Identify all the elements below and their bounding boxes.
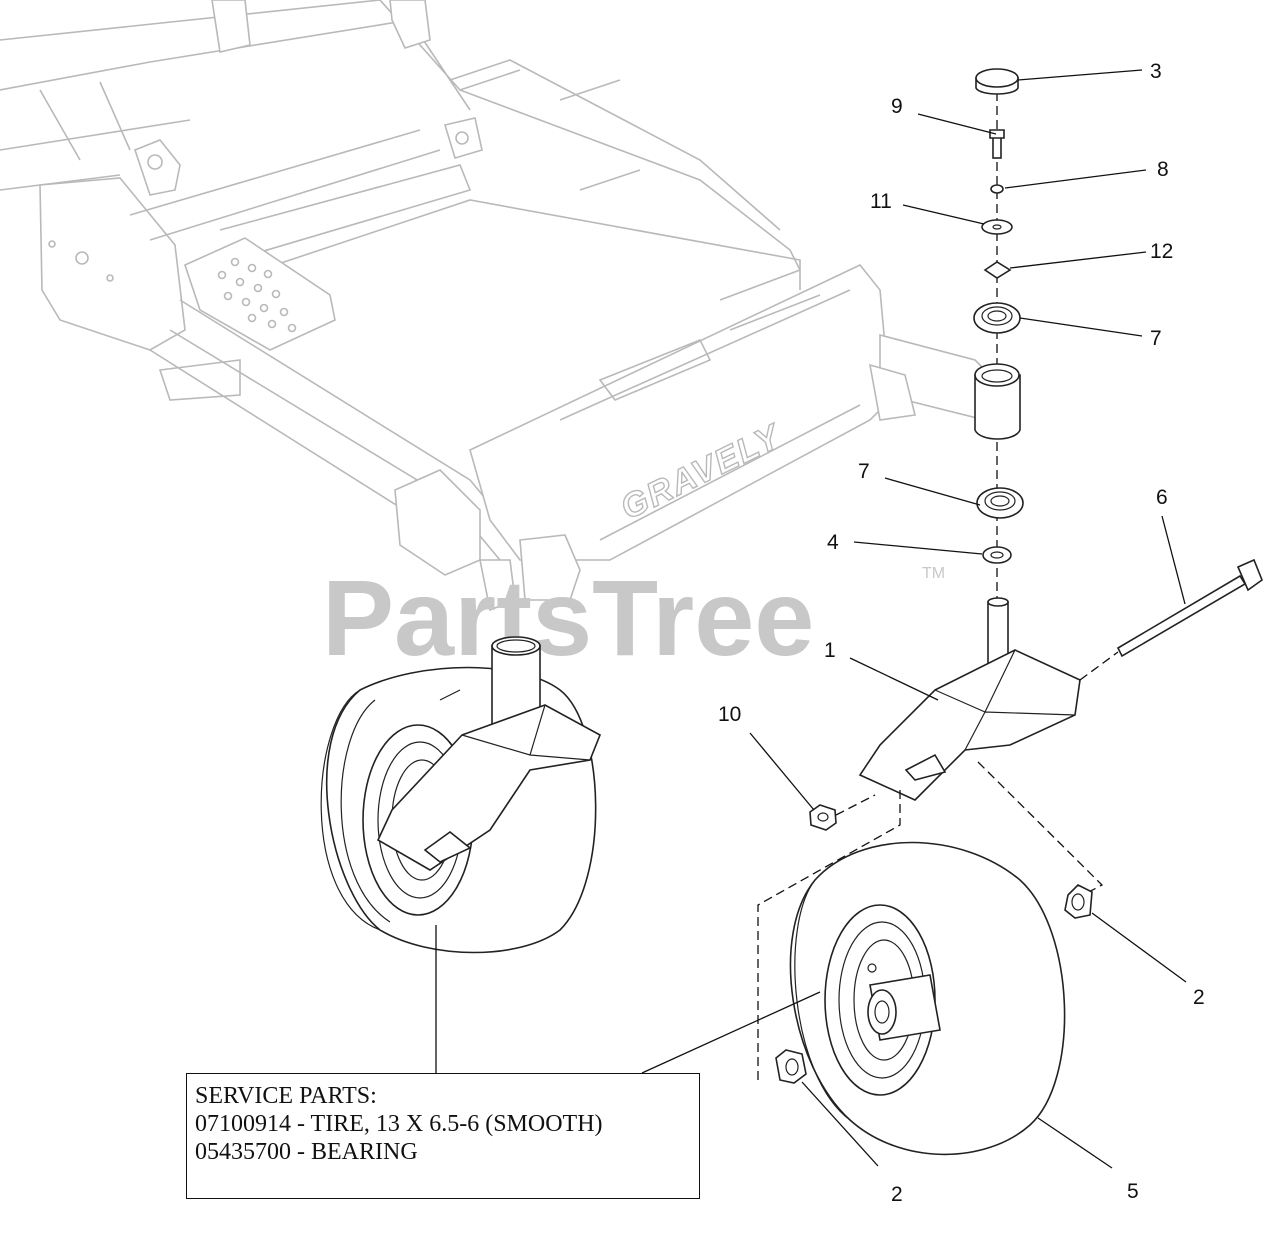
callout-4: 4 <box>827 531 839 554</box>
part-2-spacer-left <box>775 1049 807 1084</box>
part-11-washer <box>981 219 1013 235</box>
part-1-fork <box>858 597 1081 801</box>
callout-labels: 3 9 8 11 12 7 7 4 6 1 10 2 2 5 <box>718 60 1205 1206</box>
watermark-tm: TM <box>922 565 945 582</box>
callout-9: 9 <box>891 95 903 118</box>
part-7-lower-bearing <box>976 487 1024 519</box>
mower-frame: GRAVELY <box>0 0 1001 612</box>
caster-tube <box>974 363 1021 440</box>
callout-11: 11 <box>870 190 892 213</box>
callout-7-lower: 7 <box>858 460 870 483</box>
part-9-bolt <box>989 129 1005 159</box>
service-part-tire: 07100914 - TIRE, 13 X 6.5-6 (SMOOTH) <box>195 1111 603 1137</box>
part-2-spacer-right <box>1064 884 1093 919</box>
callout-2-right: 2 <box>1193 986 1205 1009</box>
part-4-washer <box>982 546 1012 564</box>
callout-8: 8 <box>1157 158 1169 181</box>
part-8-lock-washer <box>990 184 1004 194</box>
left-caster-assembly <box>320 636 602 954</box>
part-12-key <box>983 261 1012 279</box>
leader-lines <box>435 69 1187 1169</box>
part-7-upper-bearing <box>973 302 1021 334</box>
callout-2-left: 2 <box>891 1183 903 1206</box>
service-parts-box: SERVICE PARTS: 07100914 - TIRE, 13 X 6.5… <box>186 1073 700 1199</box>
assembly-dash-left <box>757 790 901 1085</box>
part-3-cap <box>975 68 1019 95</box>
callout-10: 10 <box>718 703 741 726</box>
callout-6: 6 <box>1156 486 1168 509</box>
right-exploded-assembly <box>757 68 1263 1156</box>
part-5-tire <box>789 841 1066 1156</box>
part-6-axle-bolt <box>1079 558 1263 681</box>
callout-7-upper: 7 <box>1150 327 1162 350</box>
watermark: PartsTree TM <box>322 557 945 678</box>
callout-3: 3 <box>1150 60 1162 83</box>
callout-1: 1 <box>824 639 836 662</box>
watermark-text: PartsTree <box>322 557 814 678</box>
service-parts-title: SERVICE PARTS: <box>195 1083 377 1109</box>
callout-12: 12 <box>1150 240 1173 263</box>
service-part-bearing: 05435700 - BEARING <box>195 1139 418 1165</box>
part-10-nut <box>809 794 876 831</box>
left-fork <box>376 704 602 871</box>
callout-5: 5 <box>1127 1180 1139 1203</box>
foot-plate-holes <box>217 257 297 333</box>
